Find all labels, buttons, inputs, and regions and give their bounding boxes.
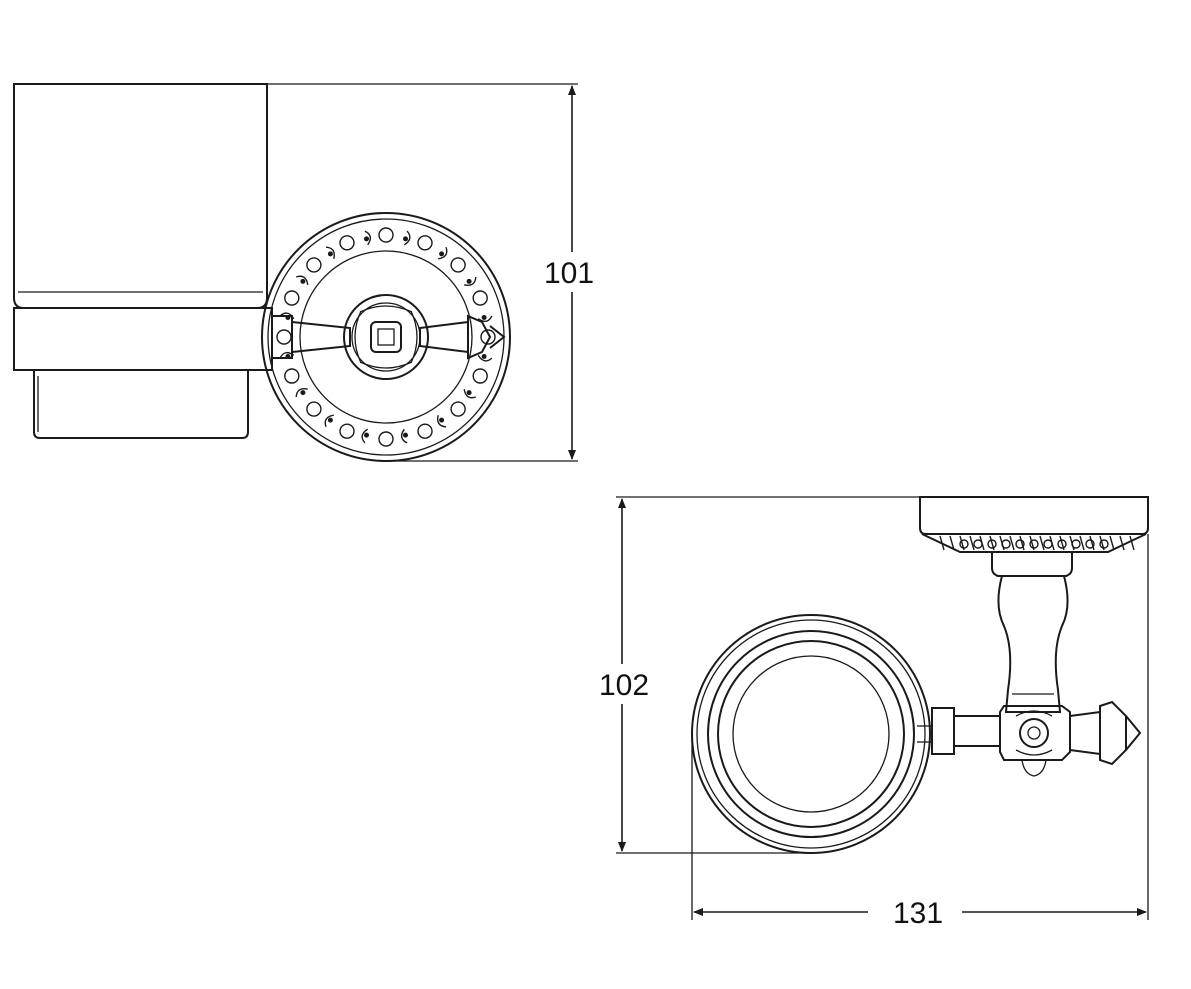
wall-rosette-front xyxy=(261,212,511,462)
side-view: 102 131 xyxy=(590,496,1149,930)
dimension-side-height: 102 xyxy=(599,669,649,702)
dimension-side-width: 131 xyxy=(893,897,943,930)
wall-plate-side xyxy=(919,496,1149,553)
cup-front xyxy=(13,83,273,439)
dimension-front-height: 101 xyxy=(544,257,594,290)
column-side xyxy=(991,552,1073,713)
front-view: 101 xyxy=(13,83,600,462)
cup-ring-top xyxy=(691,614,932,854)
arm-side xyxy=(931,700,1142,777)
